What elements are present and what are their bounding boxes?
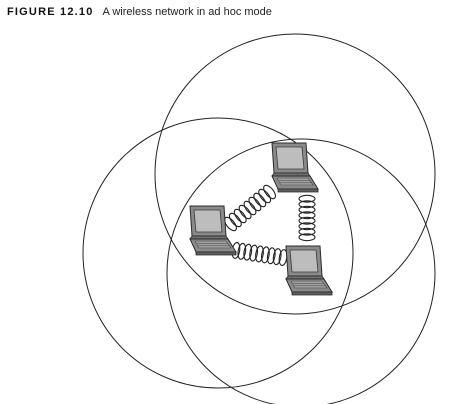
figure-title: A wireless network in ad hoc mode xyxy=(102,6,272,18)
wireless-links xyxy=(223,184,316,267)
figure-caption: FIGURE 12.10 A wireless network in ad hoc… xyxy=(7,6,272,18)
coil-loop xyxy=(298,222,316,231)
coil-loop xyxy=(253,192,267,208)
link-top-bottom xyxy=(298,194,316,242)
coil-loop xyxy=(237,242,247,260)
coverage-circle-top xyxy=(154,33,436,315)
coverage-circle-left xyxy=(82,117,354,389)
coil-loop xyxy=(298,205,316,214)
laptop-left-icon xyxy=(189,205,237,256)
coverage-circle-bottom xyxy=(166,138,436,404)
coil-loop xyxy=(298,216,316,225)
coil-loop xyxy=(249,244,259,262)
coil-loop xyxy=(298,194,316,203)
coil-loop xyxy=(248,196,262,212)
laptop-bottom-icon xyxy=(285,245,333,296)
coil-loop xyxy=(243,200,257,216)
coil-loop xyxy=(298,233,316,242)
coil-loop xyxy=(272,248,282,266)
laptop-top-icon xyxy=(271,142,319,193)
coil-loop xyxy=(298,211,316,220)
coil-loop xyxy=(223,216,237,232)
coil-loop xyxy=(228,212,242,228)
coil-loop xyxy=(260,246,270,264)
link-left-bottom xyxy=(231,241,288,267)
coil-loop xyxy=(255,245,264,263)
coil-loop xyxy=(263,184,277,200)
coil-loop xyxy=(238,204,252,220)
coil-loop xyxy=(258,188,272,204)
coil-loop xyxy=(298,227,316,236)
figure-label: FIGURE 12.10 xyxy=(7,6,94,18)
coil-loop xyxy=(243,243,253,261)
coil-loop xyxy=(233,208,247,224)
coil-loop xyxy=(298,200,316,209)
link-left-top xyxy=(223,184,277,232)
coil-loop xyxy=(266,247,276,265)
